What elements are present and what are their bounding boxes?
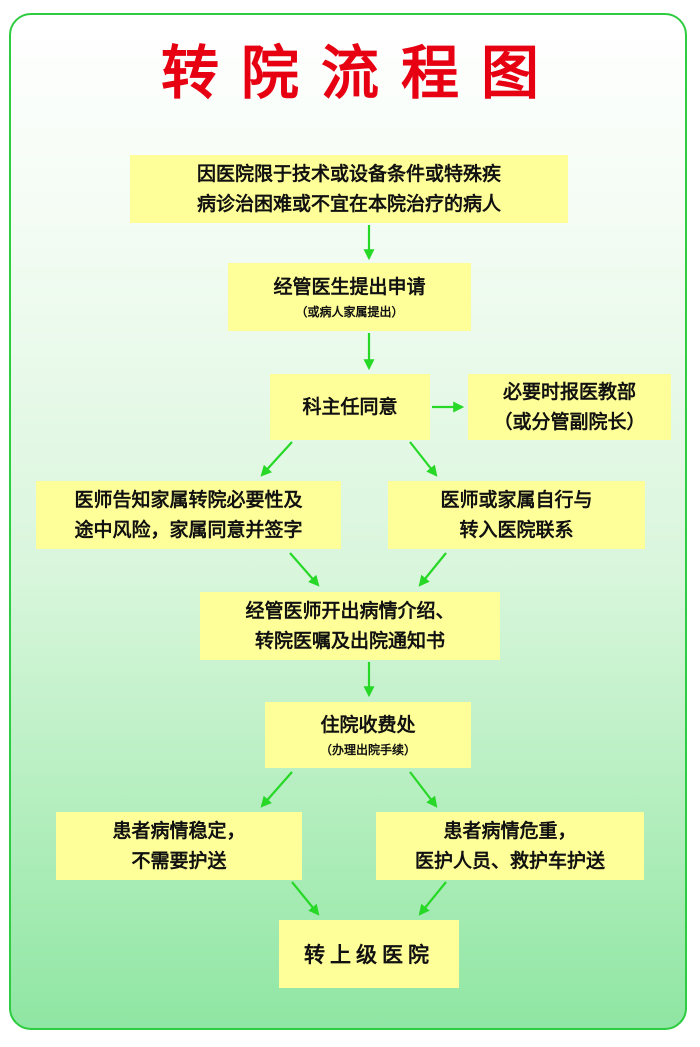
- step-contact-line2: 转入医院联系: [459, 519, 574, 541]
- step-billing: 住院收费处 （办理出院手续）: [265, 702, 471, 768]
- step-director: 科主任同意: [270, 374, 430, 440]
- step-contact-line1: 医师或家属自行与: [440, 489, 593, 511]
- step-apply: 经管医生提出申请 （或病人家属提出）: [228, 263, 471, 331]
- step-billing-sub: （办理出院手续）: [319, 743, 416, 757]
- step-director-main: 科主任同意: [302, 396, 398, 418]
- step-apply-sub: （或病人家属提出）: [295, 305, 404, 319]
- step-stable-line2: 不需要护送: [131, 850, 227, 872]
- step-stable: 患者病情稳定， 不需要护送: [56, 812, 302, 880]
- step-inform-line1: 医师告知家属转院必要性及: [74, 489, 303, 511]
- step-condition-line1: 因医院限于技术或设备条件或特殊疾: [196, 163, 501, 185]
- step-transfer-main: 转上级医院: [304, 943, 434, 967]
- step-documents-line2: 转院医嘱及出院通知书: [254, 630, 445, 652]
- step-inform: 医师告知家属转院必要性及 途中风险，家属同意并签字: [36, 481, 341, 549]
- step-documents: 经管医师开出病情介绍、 转院医嘱及出院通知书: [200, 592, 500, 660]
- page-title: 转院流程图: [160, 39, 561, 107]
- step-critical-line2: 医护人员、救护车护送: [414, 850, 605, 872]
- step-critical: 患者病情危重， 医护人员、救护车护送: [376, 812, 644, 880]
- step-condition-line2: 病诊治困难或不宜在本院治疗的病人: [196, 193, 501, 215]
- step-condition: 因医院限于技术或设备条件或特殊疾 病诊治困难或不宜在本院治疗的病人: [130, 155, 568, 223]
- step-stable-line1: 患者病情稳定，: [112, 820, 246, 842]
- step-apply-main: 经管医生提出申请: [273, 276, 426, 298]
- step-transfer: 转上级医院: [279, 920, 459, 988]
- step-inform-line2: 途中风险，家属同意并签字: [74, 519, 303, 541]
- step-report-line2: （或分管副院长）: [493, 411, 646, 433]
- step-documents-line1: 经管医师开出病情介绍、: [245, 600, 455, 622]
- step-report: 必要时报医教部 （或分管副院长）: [468, 374, 671, 440]
- step-billing-main: 住院收费处: [320, 714, 416, 736]
- step-critical-line1: 患者病情危重，: [443, 820, 577, 842]
- step-report-line1: 必要时报医教部: [502, 381, 636, 403]
- step-contact: 医师或家属自行与 转入医院联系: [388, 481, 645, 549]
